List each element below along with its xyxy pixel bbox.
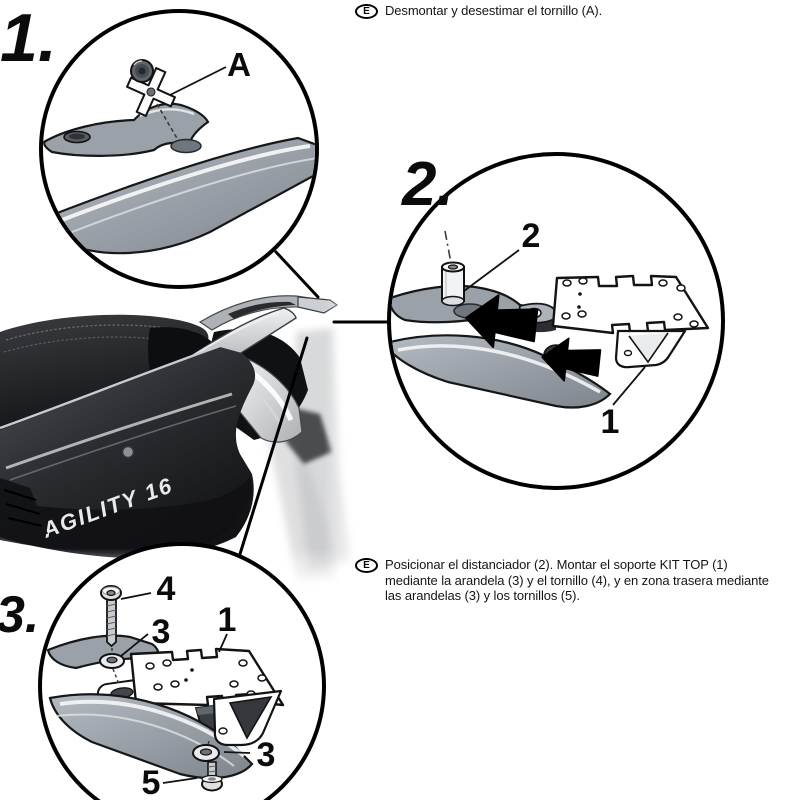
callout-leader-lines [238,250,392,556]
step-number-1: 1. [0,0,57,76]
kit-top-plate [551,274,710,335]
spacer-cylinder [441,261,465,307]
washer-upper-hole [106,656,118,664]
tail-cowl-swoosh [61,144,311,222]
step2-callout: 2 1 [387,152,725,490]
part-label-plate: 1 [218,601,237,639]
panel-lower-shade [0,476,252,554]
flange-hole [623,349,633,357]
seat-stitching [5,324,195,341]
spacer-axis-dashdot [444,230,452,264]
label-4-leader [120,592,152,600]
part-label-long-screw: 4 [157,570,176,608]
screw-a [130,59,154,83]
label-a-leader [169,66,227,96]
direction-arrow [465,294,539,348]
short-screw [201,761,223,792]
plate-holes [561,277,699,328]
direction-arrow [541,337,602,382]
label-5-leader [162,777,198,784]
part-label-spacer: 2 [522,217,541,255]
leader-line-step3 [238,336,309,556]
step3-callout: 4 3 1 3 5 [38,542,326,800]
label-2-leader [463,249,520,292]
rack-arm-top-view [43,102,210,157]
label-1-leader [218,633,228,653]
part-label-washer-lower: 3 [257,736,276,774]
panel-trim [0,344,221,430]
screw-recess [170,138,202,154]
plate-holes [145,659,267,698]
language-badge-icon: E [355,558,378,573]
language-badge-icon: E [355,4,378,19]
instruction-row-1: E Desmontar y desestimar el tornillo (A)… [355,3,795,19]
tail-cowl-swoosh [397,344,601,394]
flange-hole [218,727,228,735]
flange-inner-v [628,332,669,364]
plate-pilot-dot [578,292,582,296]
plate-pilot-dot [190,668,194,672]
flange-inner-v [228,695,273,740]
rack-arm-hole-inner [69,133,85,140]
label-3-upper-leader [120,633,149,657]
step1-callout: A [39,9,319,289]
plate-pilot-dot [577,305,581,309]
panel-swoosh-thin [9,405,237,481]
washer-axis-dashed [112,668,120,685]
instruction-row-2: E Posicionar el distanciador (2). Montar… [355,557,795,604]
tail-cowl [391,334,612,409]
leader-line-step1 [274,250,320,299]
photo-fade-right [324,285,366,585]
instruction-text: Desmontar y desestimar el tornillo (A). [385,3,603,18]
tail-cowl-swoosh-thin [71,157,315,233]
rack-gap [228,301,296,319]
cross-washer [126,67,176,117]
label-1-leader [612,366,646,406]
part-label-short-screw: 5 [142,764,161,800]
part-label-washer-upper: 3 [152,613,171,651]
panel-swoosh [5,392,233,470]
washer-lower-hole [199,748,213,756]
long-screw [100,585,122,648]
instruction-text: Posicionar el distanciador (2). Montar e… [385,557,769,603]
part-label-a: A [227,46,251,83]
panel-bolt [121,445,135,459]
step-number-2: 2. [401,150,454,219]
step-number-3: 3. [0,586,39,644]
part-label-plate: 1 [601,403,620,441]
label-3-lower-leader [223,751,251,754]
grille-slats [3,489,43,527]
plate-pilot-dot [184,678,188,682]
shadow-blur [268,420,337,582]
